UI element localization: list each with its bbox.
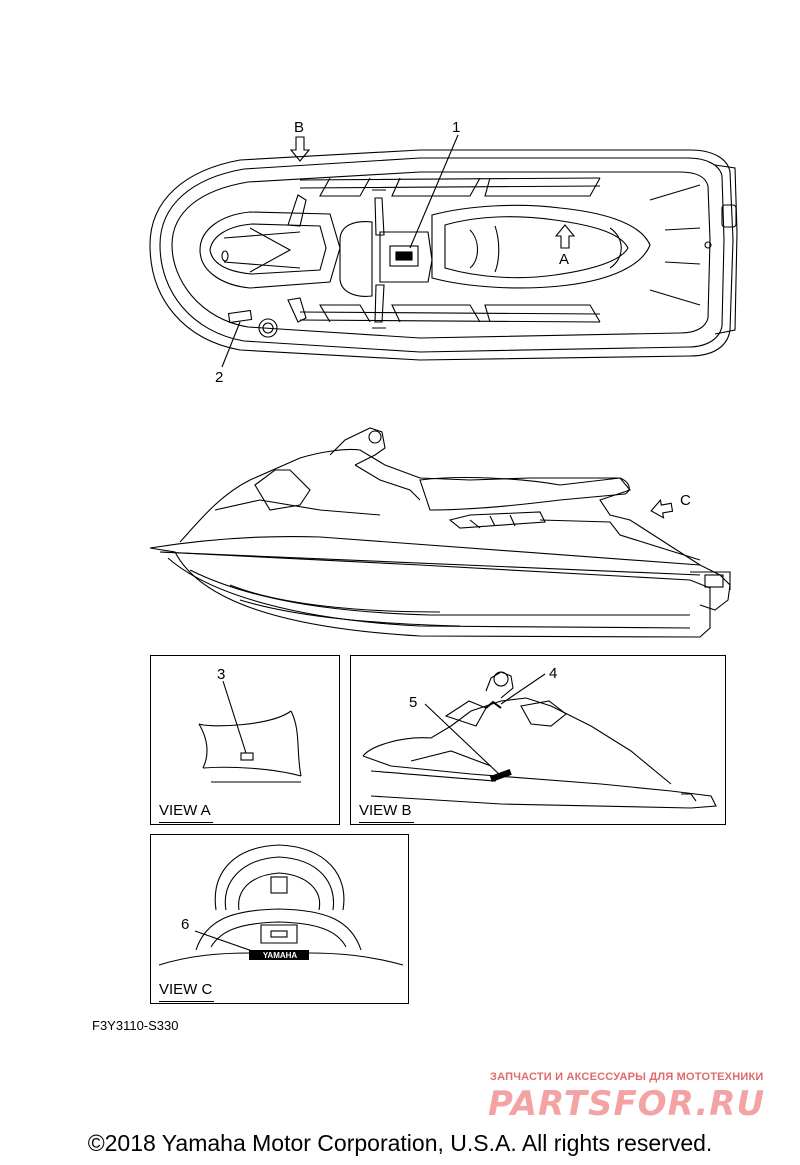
label-2-deck <box>227 309 253 324</box>
emblem-lettering: YAMAHA <box>262 951 298 960</box>
view-c-letter: C <box>680 492 691 509</box>
side-view-drawing <box>149 427 731 638</box>
view-b-panel: 4 5 VIEW B <box>350 655 726 825</box>
label-6-emblem <box>249 950 309 960</box>
view-a-arrow <box>554 224 576 249</box>
watermark-tagline: ЗАПЧАСТИ И АКСЕССУАРЫ ДЛЯ МОТОТЕХНИКИ <box>490 1071 764 1083</box>
view-b-title: VIEW B <box>359 802 412 819</box>
callout-4: 4 <box>549 665 558 682</box>
callout-1: 1 <box>452 119 461 136</box>
label-3-hull <box>240 752 254 761</box>
drawing-code: F3Y3110-S330 <box>92 1018 179 1033</box>
view-c-detail <box>158 844 404 966</box>
callout-2: 2 <box>215 369 224 386</box>
watermark-logo: PARTSFOR.RU <box>488 1084 766 1124</box>
top-view-drawing <box>149 134 738 368</box>
callout-6: 6 <box>181 916 190 933</box>
view-b-arrow <box>289 136 311 162</box>
view-c-panel: YAMAHA 6 VIEW C <box>150 834 409 1004</box>
view-a-detail <box>198 680 302 783</box>
view-b-letter: B <box>294 119 305 136</box>
label-4-top <box>485 700 502 709</box>
view-c-title: VIEW C <box>159 981 213 998</box>
view-a-caption: VIEW A <box>159 802 213 823</box>
hull-outline <box>149 149 734 361</box>
callout-3: 3 <box>217 666 226 683</box>
view-a-title: VIEW A <box>159 802 211 819</box>
label-1-console <box>389 245 419 267</box>
view-b-caption: VIEW B <box>359 802 414 823</box>
view-b-detail <box>362 671 717 809</box>
copyright-notice: ©2018 Yamaha Motor Corporation, U.S.A. A… <box>87 1130 713 1156</box>
view-a-panel: 3 VIEW A <box>150 655 340 825</box>
hull-side <box>149 547 711 638</box>
view-a-letter: A <box>559 251 570 268</box>
callout-5: 5 <box>409 694 418 711</box>
view-c-arrow <box>650 498 674 519</box>
view-c-caption: VIEW C <box>159 981 215 1002</box>
